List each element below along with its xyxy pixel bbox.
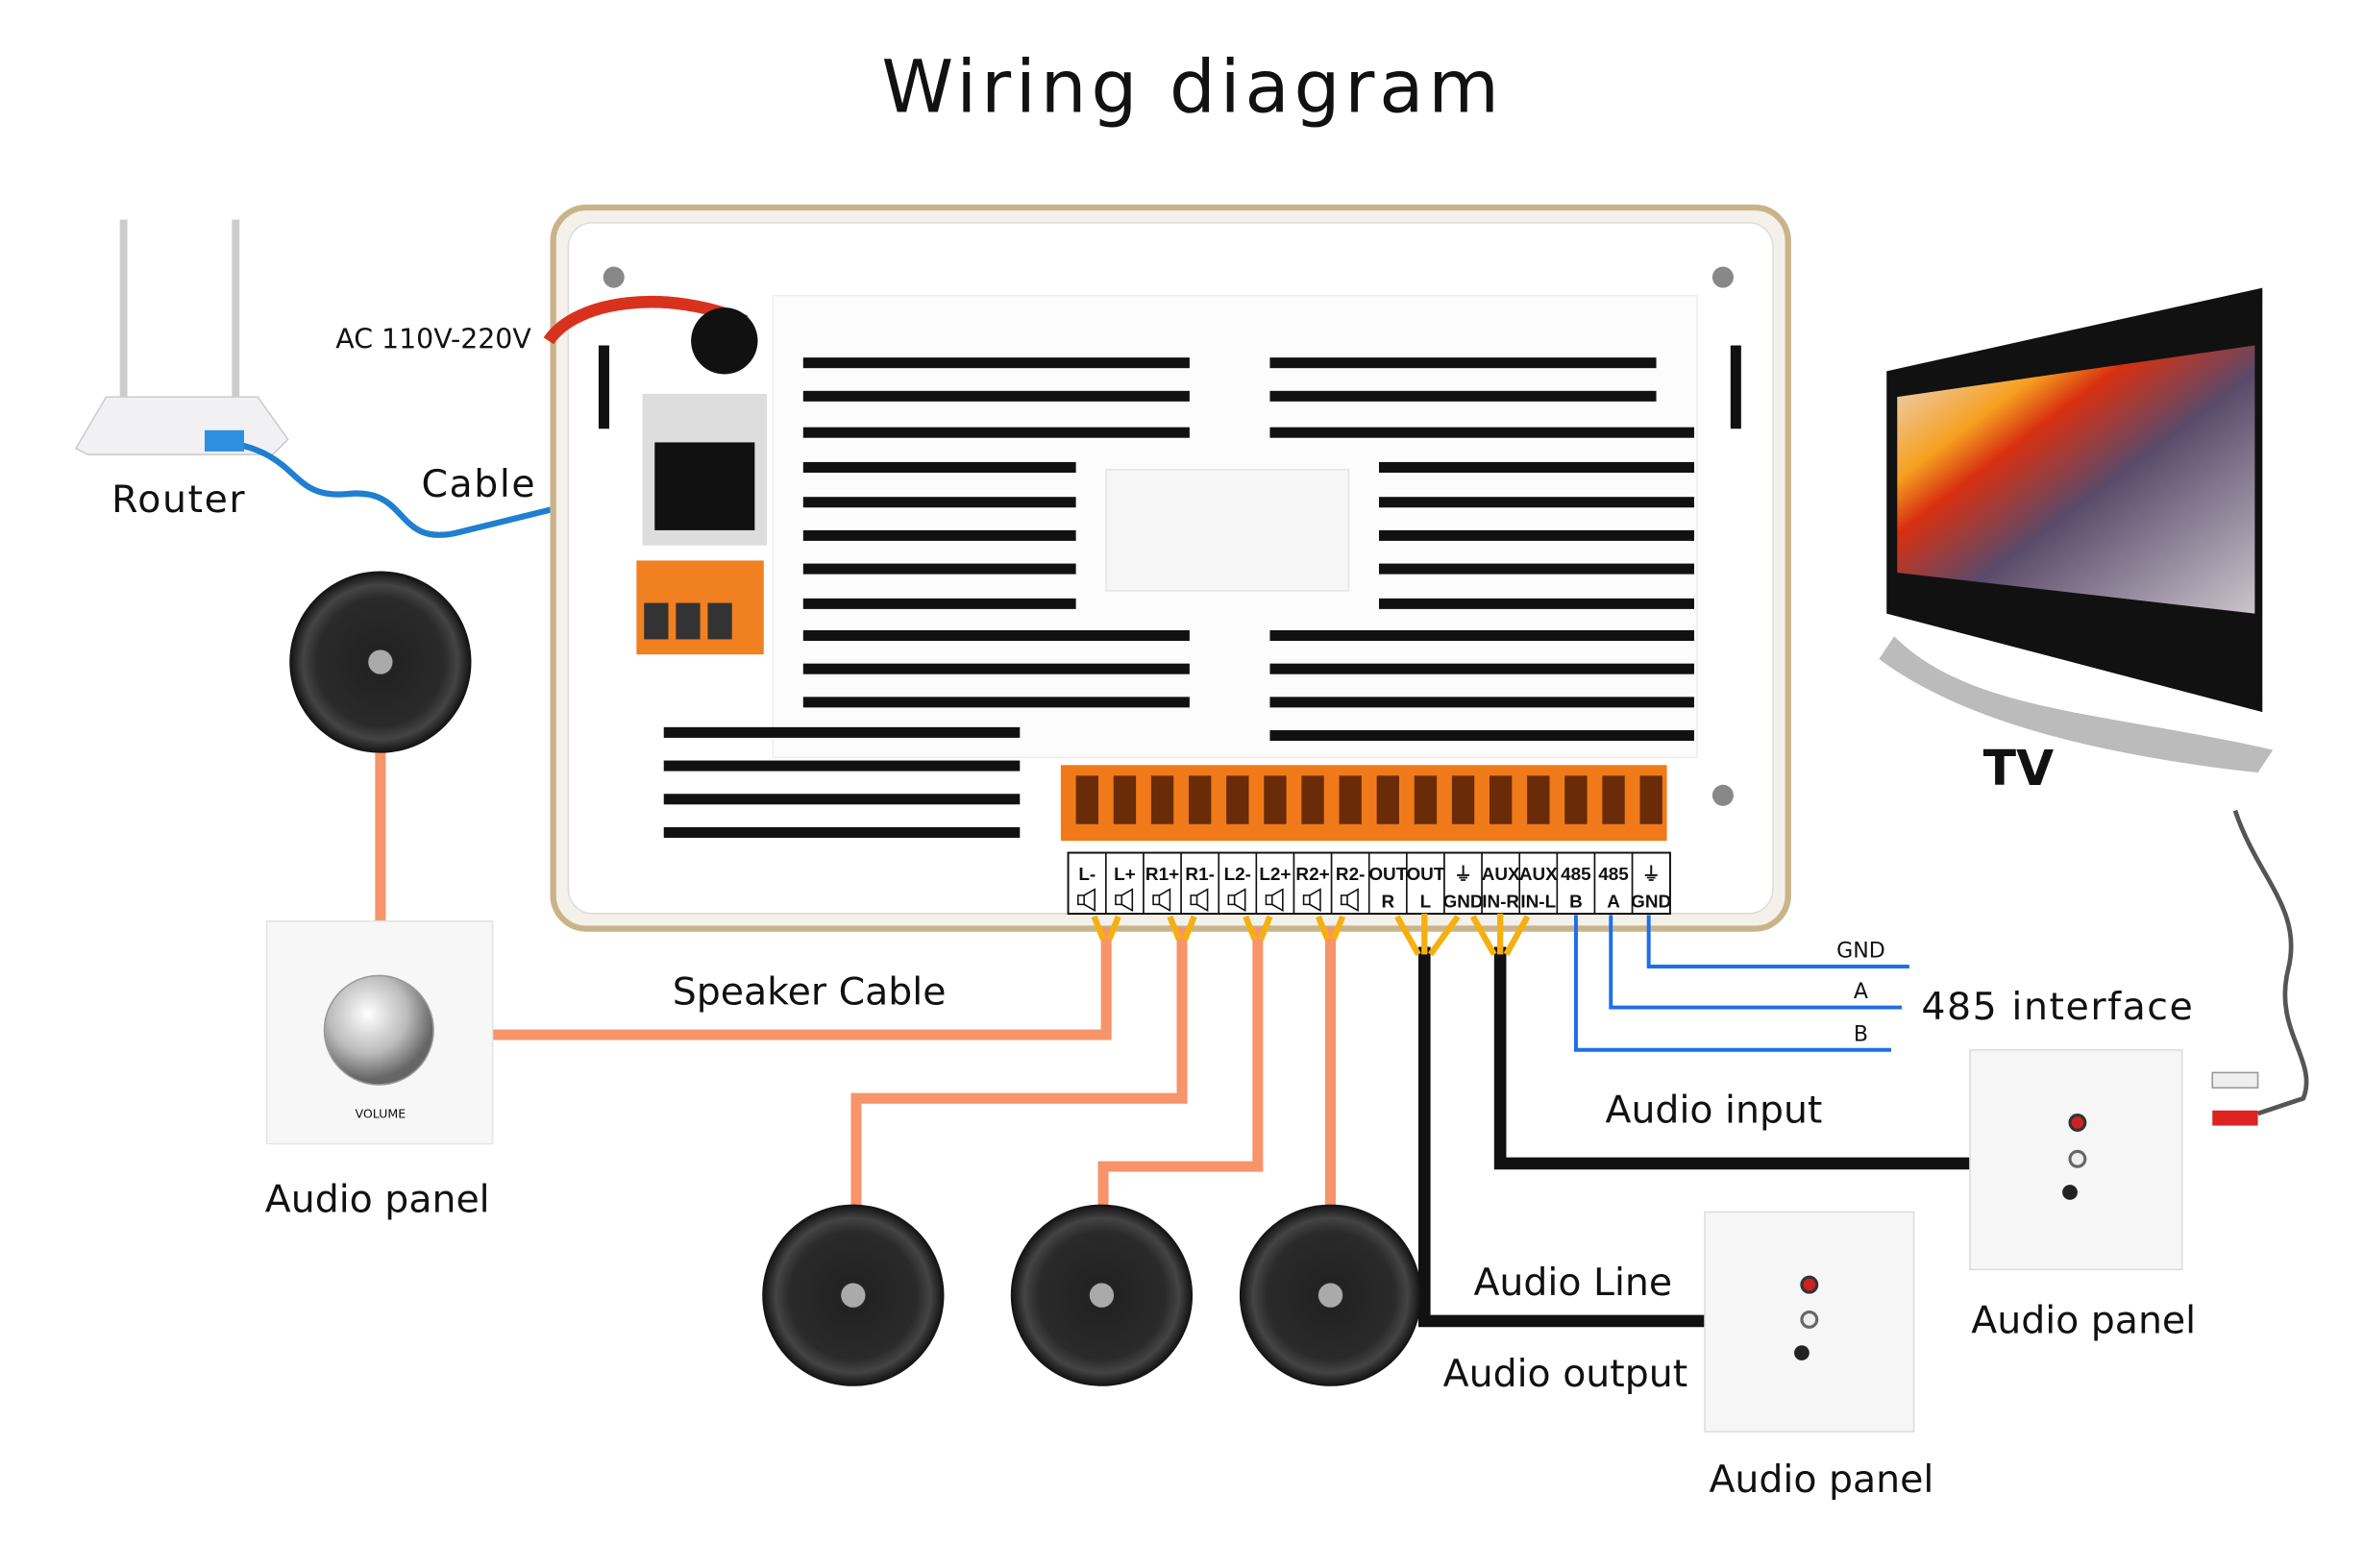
terminal-screw: [1339, 775, 1362, 824]
speaker-icon: [1340, 888, 1359, 913]
speaker-icon: [1115, 888, 1134, 913]
audio-output-label: Audio output: [1443, 1352, 1688, 1396]
tv: [1879, 287, 2274, 773]
terminal-cell: [1330, 851, 1370, 915]
terminal-label: R2-: [1336, 865, 1365, 885]
terminal-screw: [1301, 775, 1324, 824]
ceiling-speaker: [1010, 1204, 1194, 1386]
terminal-label: OUT: [1368, 865, 1407, 885]
terminal-label: L+: [1114, 865, 1136, 885]
ceiling-speaker: [762, 1204, 945, 1386]
ceiling-speaker: [1239, 1204, 1422, 1386]
tv-label: TV: [1983, 740, 2054, 796]
rs485-b-label: B: [1854, 1022, 1868, 1046]
volume-label: VOLUME: [355, 1107, 406, 1121]
router-label: Router: [111, 478, 246, 522]
rca-cable: [2211, 809, 2309, 1126]
terminal-screw: [1075, 775, 1098, 824]
amplifier-device: [550, 204, 1791, 932]
network-cable: [227, 439, 623, 538]
terminal-sublabel: GND: [1443, 893, 1484, 913]
terminal-screw: [1376, 775, 1399, 824]
ceiling-speaker: [289, 571, 472, 753]
audio-panel-right-label: Audio panel: [1971, 1299, 2196, 1343]
audio-panel-bottom-label: Audio panel: [1709, 1458, 1933, 1502]
terminal-screw: [1188, 775, 1212, 824]
rs485-gnd-label: GND: [1836, 940, 1885, 964]
cable-label: Cable: [421, 462, 536, 506]
terminal-cell: [1255, 851, 1295, 915]
terminal-screw: [1489, 775, 1513, 824]
terminal-sublabel: IN-R: [1482, 893, 1519, 913]
terminal-label: AUX: [1482, 865, 1520, 885]
terminal-screw: [1150, 775, 1174, 824]
terminal-cell: [1556, 851, 1596, 915]
terminal-cell: [1105, 851, 1145, 915]
rj45-plug-router: [204, 429, 244, 452]
terminal-cell: [1593, 851, 1634, 915]
power-terminal: [636, 560, 764, 655]
terminal-screw: [1639, 775, 1662, 824]
terminal-cell: [1293, 851, 1333, 915]
terminal-screw: [1451, 775, 1475, 824]
page-title: Wiring diagram: [881, 45, 1503, 130]
speaker-icon: [1227, 888, 1246, 913]
terminal-screw: [1414, 775, 1438, 824]
terminal-screw: [1527, 775, 1550, 824]
terminal-label: AUX: [1519, 865, 1558, 885]
terminal-sublabel: R: [1381, 893, 1394, 913]
router: [74, 219, 289, 455]
terminal-cell: [1406, 851, 1445, 915]
rj45-port: [642, 393, 767, 546]
terminal-label: R2+: [1295, 865, 1329, 885]
terminal-cell: [1631, 851, 1671, 915]
terminal-sublabel: B: [1569, 893, 1583, 913]
rs485-a-label: A: [1854, 980, 1868, 1004]
terminal-sublabel: A: [1607, 893, 1620, 913]
rs485-wires: [1574, 915, 1909, 1052]
interface-485-label: 485 interface: [1921, 985, 2194, 1029]
audio-input-panel: [1969, 1048, 2183, 1271]
terminal-label: L-: [1078, 865, 1096, 885]
volume-panel: VOLUME: [265, 919, 494, 1145]
terminal-label: 485: [1561, 865, 1591, 885]
speaker-icon: [1190, 888, 1209, 913]
terminal-screw: [1564, 775, 1588, 824]
speaker-icon: [1077, 888, 1096, 913]
audio-output-panel: [1704, 1211, 1915, 1433]
terminal-screw: [1226, 775, 1249, 824]
audio-line-label: Audio Line: [1473, 1261, 1672, 1305]
speaker-cable-label: Speaker Cable: [673, 969, 947, 1014]
terminal-sublabel: L: [1420, 893, 1432, 913]
terminal-label: ⏚: [1642, 864, 1661, 885]
terminal-screw: [1264, 775, 1287, 824]
terminal-label: L2+: [1259, 865, 1291, 885]
terminal-cell: [1367, 851, 1408, 915]
terminal-label: R1-: [1185, 865, 1214, 885]
terminal-screw: [1113, 775, 1137, 824]
audio-wires: [1417, 946, 1970, 1328]
speaker-icon: [1302, 888, 1321, 913]
terminal-label: 485: [1598, 865, 1629, 885]
terminal-sublabel: GND: [1631, 893, 1671, 913]
terminal-cell: [1180, 851, 1220, 915]
terminal-label: OUT: [1406, 865, 1444, 885]
power-wires: [543, 295, 758, 375]
terminal-cell: [1067, 851, 1107, 915]
terminal-sublabel: IN-L: [1520, 893, 1556, 913]
terminal-label: ⏚: [1454, 864, 1472, 885]
speaker-icon: [1265, 888, 1284, 913]
speaker-icon: [1152, 888, 1171, 913]
audio-input-label: Audio input: [1606, 1088, 1823, 1132]
terminal-screw: [1602, 775, 1625, 824]
ac-power-label: AC 110V-220V: [335, 324, 531, 355]
audio-panel-left-label: Audio panel: [265, 1177, 490, 1221]
speaker-wires: [375, 742, 1337, 1213]
terminal-label: L2-: [1224, 865, 1251, 885]
terminal-label: R1+: [1145, 865, 1179, 885]
